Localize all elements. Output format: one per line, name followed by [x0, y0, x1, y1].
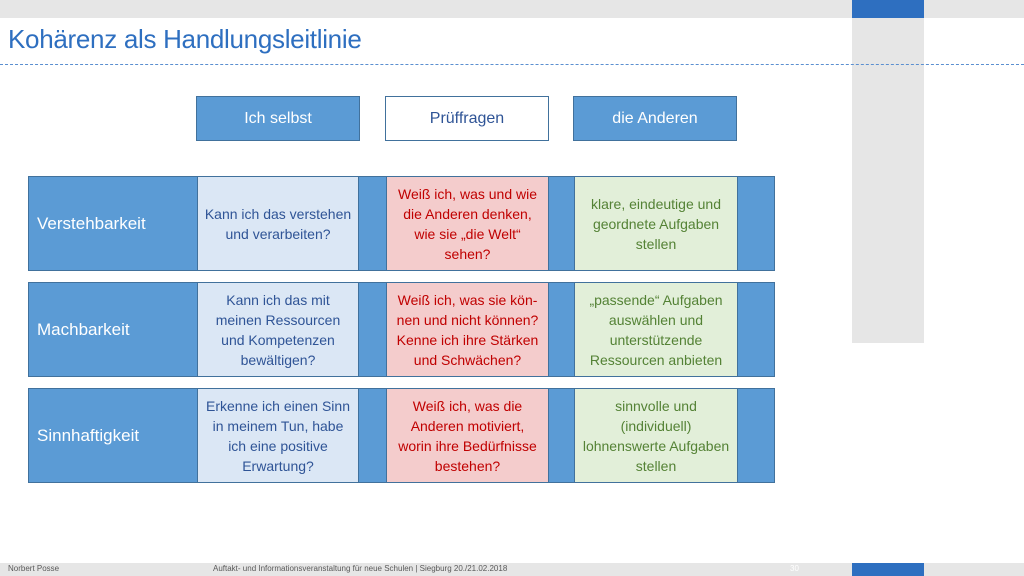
- slide-title: Kohärenz als Handlungsleitlinie: [8, 24, 362, 54]
- cell-others: klare, eindeutige und geordnete Aufgaben…: [574, 177, 738, 270]
- cell-others: „passende“ Aufgaben auswählen und unters…: [574, 283, 738, 376]
- footer-bar: [0, 563, 1024, 576]
- cell-questions: Weiß ich, was sie kön-nen und nicht könn…: [386, 283, 549, 376]
- top-bar: [0, 0, 1024, 18]
- header-others: die Anderen: [573, 96, 737, 141]
- top-bar-accent: [852, 0, 924, 18]
- row-verstehbarkeit: Verstehbarkeit Kann ich das verstehen un…: [28, 176, 775, 271]
- title-divider: [0, 64, 1024, 65]
- cell-self: Erkenne ich einen Sinn in meinem Tun, ha…: [197, 389, 359, 482]
- header-self: Ich selbst: [196, 96, 360, 141]
- row-label: Machbarkeit: [37, 319, 130, 339]
- cell-others: sinnvolle und (individuell) lohnenswerte…: [574, 389, 738, 482]
- cell-self: Kann ich das mit meinen Ressourcen und K…: [197, 283, 359, 376]
- footer-author: Norbert Posse: [8, 564, 60, 573]
- footer-accent: [852, 563, 924, 576]
- cell-questions: Weiß ich, was die Anderen motiviert, wor…: [386, 389, 549, 482]
- header-questions: Prüffragen: [385, 96, 549, 141]
- cell-self: Kann ich das verstehen und verarbeiten?: [197, 177, 359, 270]
- right-side-strip: [852, 18, 924, 343]
- footer-event: Auftakt- und Informationsveranstaltung f…: [213, 564, 508, 573]
- row-label: Verstehbarkeit: [37, 213, 146, 233]
- cell-questions: Weiß ich, was und wie die Anderen denken…: [386, 177, 549, 270]
- row-machbarkeit: Machbarkeit Kann ich das mit meinen Ress…: [28, 282, 775, 377]
- row-label: Sinnhaftigkeit: [37, 425, 140, 445]
- page-number: 30: [790, 564, 799, 573]
- row-sinnhaftigkeit: Sinnhaftigkeit Erkenne ich einen Sinn in…: [28, 388, 775, 483]
